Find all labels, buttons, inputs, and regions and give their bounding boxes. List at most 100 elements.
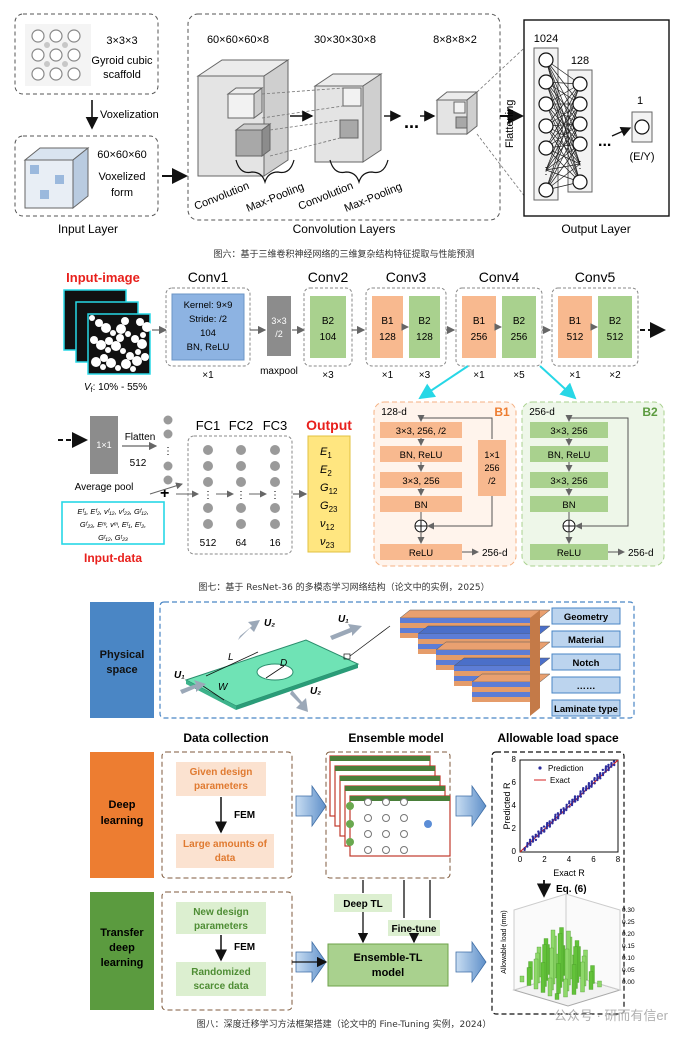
block-type: B2 [609, 316, 622, 327]
input-data-line-3: Gᵗ₁₂, Gᵗ₂₃ [98, 533, 128, 542]
fc3-label: FC3 [263, 418, 288, 433]
flatten-neuron [163, 415, 173, 425]
fiber-dot [100, 364, 106, 370]
nn-dots-2: ⋮ [575, 160, 585, 171]
fc-dots: ⋮ [236, 490, 246, 501]
scatter-point [576, 797, 579, 800]
block-type: B1 [473, 316, 486, 327]
z-tick: 0.05 [622, 967, 635, 974]
load-u1-right: U₁ [338, 614, 349, 625]
b2-conv2 [530, 472, 608, 488]
dim-W: W [218, 682, 229, 693]
b1-conv1 [380, 422, 462, 438]
dim-label-2: 30×30×30×8 [314, 34, 376, 46]
fiber-dot [101, 323, 111, 333]
fiber-dot [121, 359, 131, 369]
fc-neuron [270, 503, 280, 513]
ensemble-tl-box [327, 943, 449, 987]
fc-dots: ⋮ [203, 490, 213, 501]
block-type: B2 [418, 316, 431, 327]
nn-nodes: ⋮⋮ [538, 52, 588, 198]
z-tick: 0.25 [622, 919, 635, 926]
zaxis-label: Allowable load (mm) [501, 910, 508, 973]
scatter-point [531, 838, 535, 842]
data-collection-heading: Data collection [183, 731, 268, 745]
scatter-point [562, 810, 566, 813]
x-tick: 6 [591, 855, 596, 864]
scatter-point [590, 783, 593, 787]
conv1-line-4: BN, ReLU [187, 342, 230, 353]
fiber-dot [110, 330, 116, 336]
property-tag [551, 607, 621, 625]
load-u2-bottom: U₂ [310, 686, 321, 697]
flatten-neuron [163, 461, 173, 471]
scatter-point [587, 787, 591, 790]
fc-neuron [236, 461, 246, 471]
scatter-point [559, 812, 562, 815]
block-channels: 128 [416, 332, 433, 343]
fc-neuron [270, 461, 280, 471]
laminate-stack-image [399, 609, 551, 716]
ply-layer [418, 639, 540, 644]
conv-ellipsis: ... [404, 112, 419, 132]
residual-block [502, 296, 536, 358]
conv1-label: Conv1 [188, 269, 229, 285]
b1-bn-relu-label: BN, ReLU [400, 450, 443, 461]
output-var-subscript: 23 [326, 541, 335, 550]
flow-arrows [295, 784, 487, 984]
scatter-point [579, 795, 582, 798]
output-var-subscript: 12 [326, 523, 335, 532]
b2-relu [530, 544, 608, 560]
vf-range: : 10% - 55% [93, 382, 148, 393]
scatter-xlabel: Exact R [553, 868, 585, 878]
fc-neuron [270, 519, 280, 529]
scatter-point [537, 833, 540, 837]
property-tag [551, 653, 621, 671]
scatter-point [582, 792, 585, 795]
flatten-size: 512 [130, 458, 147, 469]
fc-neuron [203, 461, 213, 471]
fc2-size: 64 [235, 538, 247, 549]
eq-label: Eq. (6) [556, 884, 587, 895]
scatter-point [579, 790, 582, 793]
fiber-dot [116, 334, 124, 342]
fiber-dot [140, 332, 146, 338]
figure-6-caption: 图六：基于三维卷积神经网络的三维复杂结构特征提取与性能预测 [213, 248, 474, 260]
scatter-point [565, 803, 568, 806]
feature-map-1 [196, 59, 290, 177]
b2-bn-label: BN [562, 500, 575, 511]
flatten-neurons: ⋮ [163, 415, 173, 485]
scatter-point [598, 773, 602, 777]
scatter-point [523, 847, 526, 850]
b1-bn-relu [380, 446, 462, 462]
b1-detail-title: B1 [494, 405, 510, 419]
block-repeat: ×1 [569, 370, 581, 381]
residual-block [462, 296, 496, 358]
neuron [572, 96, 588, 112]
large-data-1: Large amounts of [183, 839, 268, 850]
scatter-point [543, 830, 546, 833]
output-variable: E2 [320, 464, 332, 478]
block-repeat: ×3 [322, 370, 334, 381]
fc-neuron [270, 445, 280, 455]
ply-side [530, 610, 540, 716]
property-tag [551, 630, 621, 648]
scatter-point [568, 800, 571, 803]
dim-label-1: 60×60×60×8 [207, 34, 269, 46]
ply-layer [472, 687, 540, 692]
legend-pred-marker [538, 766, 542, 770]
scatter-point [565, 805, 568, 808]
scatter-point [565, 807, 568, 810]
output-var-symbol: G [320, 482, 329, 494]
fem-label-1: FEM [234, 810, 255, 821]
block-repeat: ×3 [419, 370, 431, 381]
output-var-subscript: 12 [329, 487, 338, 496]
scatter-point [584, 788, 588, 792]
deep-tl-label: Deep TL [343, 899, 382, 910]
fiber-dot [116, 324, 126, 334]
scatter-point [526, 841, 529, 845]
b2-bn-relu [530, 446, 608, 462]
scatter-point [537, 831, 540, 835]
scatter-point [593, 782, 596, 785]
scatter-point [548, 823, 552, 827]
